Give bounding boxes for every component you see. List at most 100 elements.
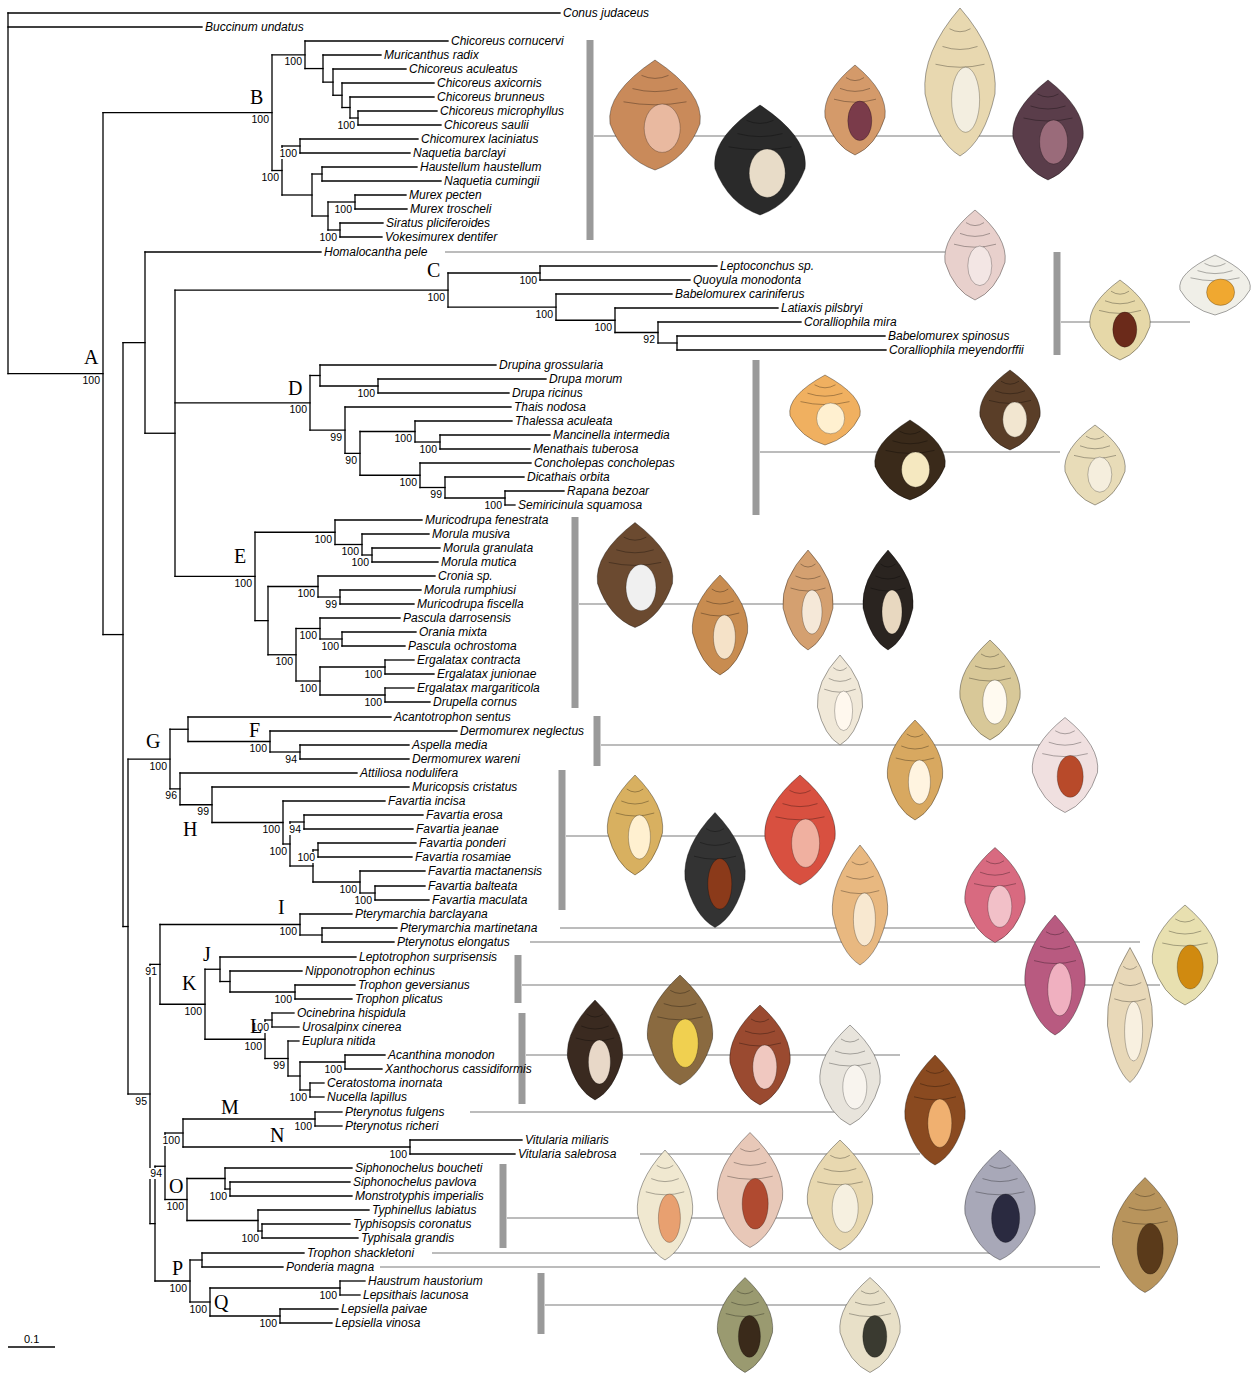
tree-branch [358,124,441,125]
shell-aperture [832,1184,858,1232]
shell-whorl [739,1043,781,1046]
shell-whorl [960,233,990,236]
taxon-label: Vitularia miliaris [525,1133,609,1147]
taxon-label: Muricodrupa fiscella [417,597,524,611]
shell-aperture [1137,1224,1163,1275]
shell-body [717,1133,783,1248]
bootstrap-value: 100 [296,588,316,599]
tree-branch [312,215,328,216]
shell-body [960,640,1021,740]
shell-whorl [616,813,655,816]
tree-branch [320,385,378,386]
taxon-label: Haustrum haustorium [368,1274,483,1288]
shell-body [1180,255,1251,315]
shell-body [817,655,862,745]
taxon-label: Lepsiella paivae [341,1302,427,1316]
tree-branch [160,1004,205,1005]
tree-branch [282,145,300,146]
shell-whorl [1040,946,1070,949]
bootstrap-value: 99 [272,1060,286,1071]
taxon-label: Quoyula monodonta [693,273,801,287]
clade-letter: J [203,942,211,966]
taxon-label: Siphonochelus boucheti [355,1161,482,1175]
clade-letter: G [146,729,160,753]
shell-whorl [609,562,662,565]
tree-branch [150,964,160,965]
tree-branch [320,638,342,639]
bootstrap-value: 100 [363,669,383,680]
taxon-label: Pascula darrosensis [403,611,511,625]
taxon-label: Morula mutica [441,555,516,569]
shell-whorl [980,872,1010,875]
shell-whorl [1105,301,1135,304]
taxon-label: Aspella media [412,738,487,752]
shell-body [637,1150,692,1260]
tree-branch [165,1199,187,1200]
shell-body [832,845,887,965]
shell-whorl [914,1097,956,1100]
shell-whorl [651,1179,679,1182]
shell-body [965,1150,1036,1260]
tree-branch [258,1209,369,1210]
taxon-label: Thalessa aculeata [515,414,612,428]
taxon-label: Dermomurex neglectus [460,724,584,738]
tree-branch [342,645,405,646]
tree-branch [448,306,556,307]
shell-whorl [726,1314,765,1317]
taxon-label: Morula musiva [432,527,510,541]
tree-branch [290,821,304,822]
shell-body [1065,425,1126,505]
taxon-label: Pterymarchia barclayana [355,907,488,921]
shell-whorl [876,576,901,579]
tree-branch [342,107,350,108]
shell-aperture [802,590,822,634]
tree-branch [295,998,352,999]
shell-whorl [1169,931,1202,934]
bootstrap-value: 100 [340,546,360,557]
shell-aperture [644,104,680,152]
tree-branch [300,744,409,745]
bootstrap-value: 99 [324,599,338,610]
taxon-label: Rapana bezoar [567,484,649,498]
shell-body [790,375,861,445]
tree-branch [190,1301,210,1302]
taxon-label: Chicoreus saulii [444,118,529,132]
tree-branch [202,1252,304,1253]
taxon-label: Drupa morum [549,372,622,386]
shell-whorl [1175,919,1195,922]
tree-branch [128,1093,150,1094]
bootstrap-value: 100 [318,1290,338,1301]
tree-branch [340,222,383,223]
tree-branch [187,1178,225,1179]
shell-whorl [657,1017,703,1020]
shell-aperture [749,149,785,197]
shell-whorl [974,884,1016,887]
tree-branch [323,54,381,55]
tree-branch [282,194,312,195]
shell-whorl [835,1051,865,1054]
tree-branch [340,1280,365,1281]
tree-branch [180,772,357,773]
tree-branch [372,547,440,548]
taxon-label: Menathais tuberosa [533,442,638,456]
shell-whorl [700,842,730,845]
tree-branch [230,970,302,971]
tree-branch [312,173,322,174]
shell-whorl [657,1165,674,1168]
shell-whorl [950,29,971,32]
taxon-label: Pterynotus richeri [345,1119,438,1133]
clade-letter: D [288,376,302,400]
tree-branch [658,342,677,343]
shell-whorl [808,393,843,396]
tree-branch [255,532,335,533]
clade-letter: O [169,1174,183,1198]
tree-branch [175,402,310,403]
shell-whorl [751,1019,769,1022]
taxon-label: Muricopsis cristatus [412,780,517,794]
tree-branch [300,934,322,935]
tree-branch [318,856,412,857]
shell-whorl [624,537,647,540]
shell-aperture [1177,945,1203,989]
taxon-label: Attiliosa nodulifera [360,766,458,780]
